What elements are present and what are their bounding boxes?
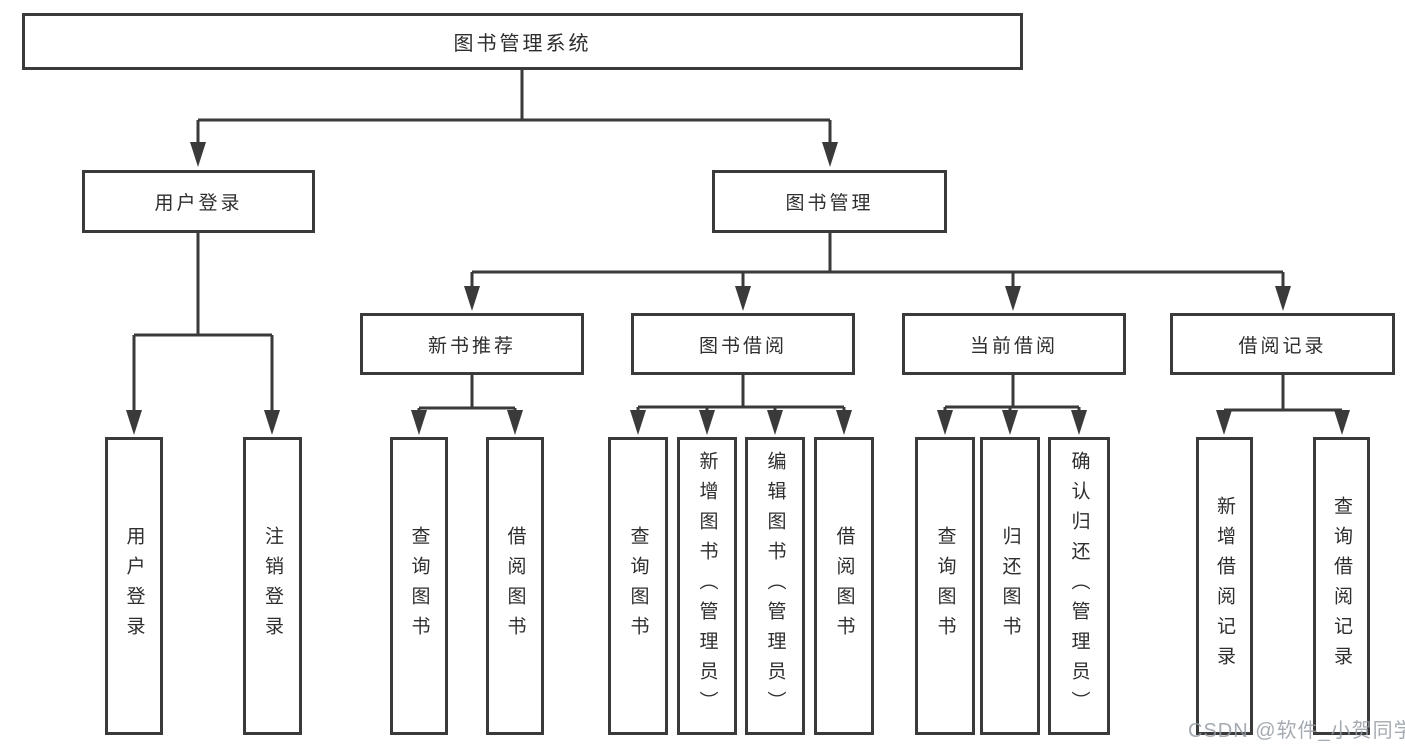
leaf-add-book-admin: 新增图书（管理员）: [677, 437, 737, 735]
leaf-borrow-book-label: 借阅图书: [833, 526, 855, 646]
node-new-book-recommend: 新书推荐: [360, 313, 584, 375]
leaf-edit-book-admin: 编辑图书（管理员）: [745, 437, 805, 735]
leaf-borrow-book-recommend-label: 借阅图书: [504, 526, 526, 646]
leaf-query-book-recommend: 查询图书: [390, 437, 448, 735]
leaf-add-book-admin-label: 新增图书（管理员）: [696, 451, 718, 721]
leaf-query-book-current: 查询图书: [915, 437, 975, 735]
node-current-borrow-label: 当前借阅: [969, 335, 1058, 357]
node-borrow-records: 借阅记录: [1170, 313, 1395, 375]
leaf-user-login: 用户登录: [105, 437, 163, 735]
leaf-query-book-borrow: 查询图书: [608, 437, 668, 735]
node-book-management-label: 图书管理: [785, 193, 874, 214]
node-user-login: 用户登录: [82, 170, 315, 233]
node-current-borrow: 当前借阅: [902, 313, 1126, 375]
arrowheads: [126, 142, 1350, 435]
leaf-query-borrow-record: 查询借阅记录: [1313, 437, 1370, 735]
leaf-logout: 注销登录: [243, 437, 302, 735]
leaf-confirm-return-admin-label: 确认归还（管理员）: [1068, 451, 1090, 721]
leaf-confirm-return-admin: 确认归还（管理员）: [1048, 437, 1110, 735]
leaf-add-borrow-record-label: 新增借阅记录: [1214, 496, 1235, 676]
leaf-query-book-recommend-label: 查询图书: [408, 526, 430, 646]
node-book-management: 图书管理: [712, 170, 947, 233]
leaf-return-book: 归还图书: [980, 437, 1040, 735]
leaf-return-book-label: 归还图书: [999, 526, 1021, 646]
csdn-watermark: CSDN @软件_小贺同学: [1188, 720, 1405, 742]
leaf-borrow-book: 借阅图书: [814, 437, 874, 735]
leaf-add-borrow-record: 新增借阅记录: [1196, 437, 1253, 735]
node-book-borrow: 图书借阅: [631, 313, 855, 375]
node-borrow-records-label: 借阅记录: [1238, 335, 1327, 357]
leaf-query-book-borrow-label: 查询图书: [627, 526, 649, 646]
node-book-borrow-label: 图书借阅: [698, 335, 787, 357]
leaf-edit-book-admin-label: 编辑图书（管理员）: [764, 451, 786, 721]
node-user-login-label: 用户登录: [154, 193, 243, 214]
node-root: 图书管理系统: [22, 13, 1023, 70]
node-new-book-recommend-label: 新书推荐: [427, 335, 516, 357]
leaf-query-borrow-record-label: 查询借阅记录: [1331, 496, 1352, 676]
leaf-logout-label: 注销登录: [262, 526, 283, 646]
node-root-label: 图书管理系统: [453, 33, 592, 55]
leaf-user-login-label: 用户登录: [123, 526, 145, 646]
leaf-query-book-current-label: 查询图书: [934, 526, 956, 646]
leaf-borrow-book-recommend: 借阅图书: [486, 437, 544, 735]
